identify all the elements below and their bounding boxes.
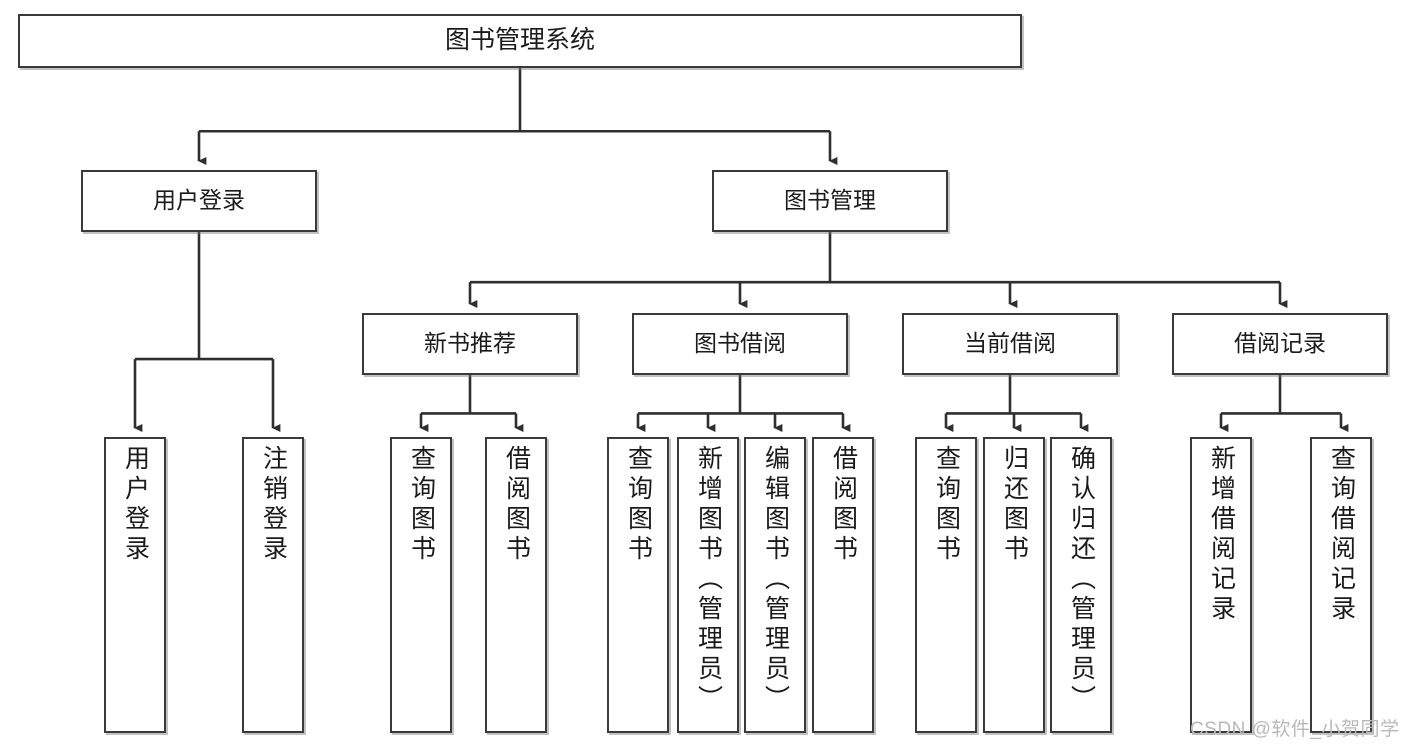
node-leaf-borrow-book-1-label: 借阅图书 bbox=[502, 445, 531, 565]
node-current-borrow-label: 当前借阅 bbox=[964, 330, 1056, 357]
node-leaf-query-book-3-label: 查询图书 bbox=[932, 445, 961, 565]
node-current-borrow[interactable]: 当前借阅 bbox=[902, 313, 1118, 375]
node-root[interactable]: 图书管理系统 bbox=[18, 14, 1022, 68]
node-leaf-query-book-2[interactable]: 查询图书 bbox=[607, 437, 669, 733]
node-leaf-borrow-book-1[interactable]: 借阅图书 bbox=[485, 437, 547, 733]
node-leaf-query-borrow-record-label: 查询借阅记录 bbox=[1327, 445, 1356, 625]
node-leaf-user-login-label: 用户登录 bbox=[121, 445, 150, 565]
node-book-borrow[interactable]: 图书借阅 bbox=[632, 313, 848, 375]
node-leaf-query-book-1-label: 查询图书 bbox=[407, 445, 436, 565]
node-leaf-return-book[interactable]: 归还图书 bbox=[983, 437, 1045, 733]
node-book-manage[interactable]: 图书管理 bbox=[712, 170, 948, 232]
node-book-borrow-label: 图书借阅 bbox=[694, 330, 786, 357]
node-leaf-confirm-return-admin[interactable]: 确认归还（管理员） bbox=[1050, 437, 1112, 733]
node-new-book-recommend-label: 新书推荐 bbox=[424, 330, 516, 357]
node-leaf-borrow-book-2-label: 借阅图书 bbox=[829, 445, 858, 565]
node-leaf-edit-book-admin[interactable]: 编辑图书（管理员） bbox=[744, 437, 806, 733]
node-leaf-add-borrow-record[interactable]: 新增借阅记录 bbox=[1190, 437, 1252, 733]
node-leaf-user-login[interactable]: 用户登录 bbox=[104, 437, 166, 733]
node-user-login[interactable]: 用户登录 bbox=[81, 170, 317, 232]
node-leaf-add-book-admin[interactable]: 新增图书（管理员） bbox=[677, 437, 739, 733]
node-book-manage-label: 图书管理 bbox=[784, 187, 876, 214]
node-leaf-edit-book-admin-label: 编辑图书（管理员） bbox=[761, 445, 790, 715]
node-leaf-return-book-label: 归还图书 bbox=[1000, 445, 1029, 565]
node-leaf-borrow-book-2[interactable]: 借阅图书 bbox=[812, 437, 874, 733]
node-leaf-logout-login[interactable]: 注销登录 bbox=[242, 437, 304, 733]
node-leaf-query-book-1[interactable]: 查询图书 bbox=[390, 437, 452, 733]
node-leaf-add-book-admin-label: 新增图书（管理员） bbox=[694, 445, 723, 715]
node-new-book-recommend[interactable]: 新书推荐 bbox=[362, 313, 578, 375]
node-leaf-query-borrow-record[interactable]: 查询借阅记录 bbox=[1310, 437, 1372, 733]
node-leaf-confirm-return-admin-label: 确认归还（管理员） bbox=[1067, 445, 1096, 715]
node-leaf-query-book-2-label: 查询图书 bbox=[624, 445, 653, 565]
node-leaf-query-book-3[interactable]: 查询图书 bbox=[915, 437, 977, 733]
node-root-label: 图书管理系统 bbox=[444, 26, 595, 55]
node-leaf-logout-login-label: 注销登录 bbox=[259, 445, 288, 565]
node-user-login-label: 用户登录 bbox=[153, 187, 245, 214]
node-leaf-add-borrow-record-label: 新增借阅记录 bbox=[1207, 445, 1236, 625]
node-borrow-record[interactable]: 借阅记录 bbox=[1172, 313, 1388, 375]
node-borrow-record-label: 借阅记录 bbox=[1234, 330, 1326, 357]
